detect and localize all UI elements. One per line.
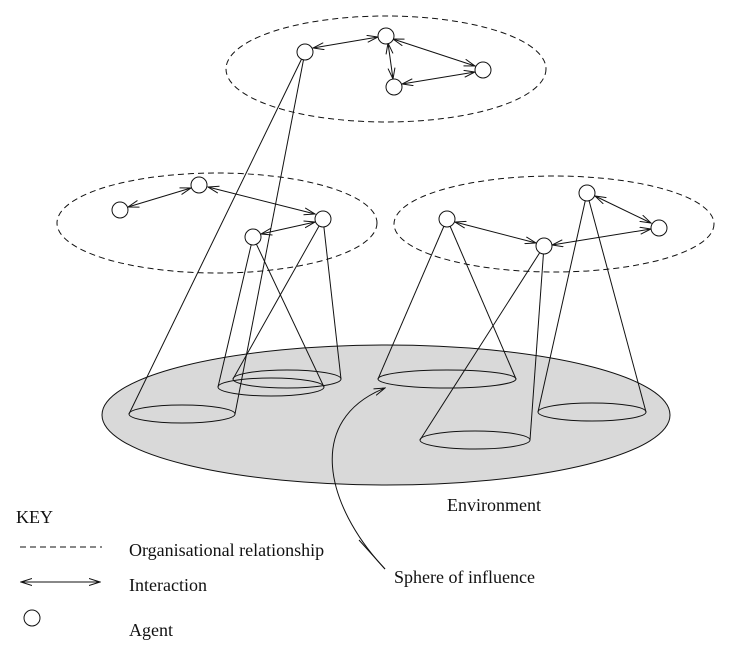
cone-line [377,218,448,380]
cone-line [217,236,254,388]
agent-node [244,228,262,246]
organisation-groups [56,15,715,274]
interaction-arrow [393,39,475,66]
interaction-arrow [552,229,651,245]
interaction-arrow [455,222,536,243]
agent-node [314,210,332,228]
interaction-arrow [595,196,651,223]
agent-circle-icon [23,609,41,627]
interactions [128,37,651,245]
interaction-arrow [261,222,315,234]
agent-node [438,210,456,228]
cone-line [232,218,324,380]
environment-label: Environment [447,495,541,515]
cone-line [419,245,545,441]
legend-title: KEY [16,507,53,527]
interaction-arrow [128,188,191,207]
cone-line [446,218,517,380]
agent-node [377,27,395,45]
cone-line [252,236,325,388]
agent-node [190,176,208,194]
cone-line [322,218,342,380]
agent-node [385,78,403,96]
agent-node [474,61,492,79]
agent-node [650,219,668,237]
key-pointer-tail [358,539,386,570]
legend: KEY Organisational relationship Interact… [16,507,324,640]
agent-node [111,201,129,219]
legend-agent-label: Agent [129,620,173,640]
sphere-pointer [331,388,385,570]
interaction-arrow [402,72,475,84]
cone-line [529,245,545,441]
cone-line [128,51,306,415]
organisation-left [56,172,378,274]
interaction-arrow [388,43,393,79]
environment-plane [101,344,671,486]
agents [111,27,668,255]
agent-node [296,43,314,61]
agent-node [578,184,596,202]
organisation-right [393,175,715,273]
organisation-top [225,15,547,123]
interaction-arrow [313,37,378,48]
legend-organisational-label: Organisational relationship [129,540,324,560]
sphere-of-influence-label: Sphere of influence [394,567,535,587]
legend-interaction-label: Interaction [129,575,207,595]
interaction-arrow [208,187,315,214]
agent-node [535,237,553,255]
